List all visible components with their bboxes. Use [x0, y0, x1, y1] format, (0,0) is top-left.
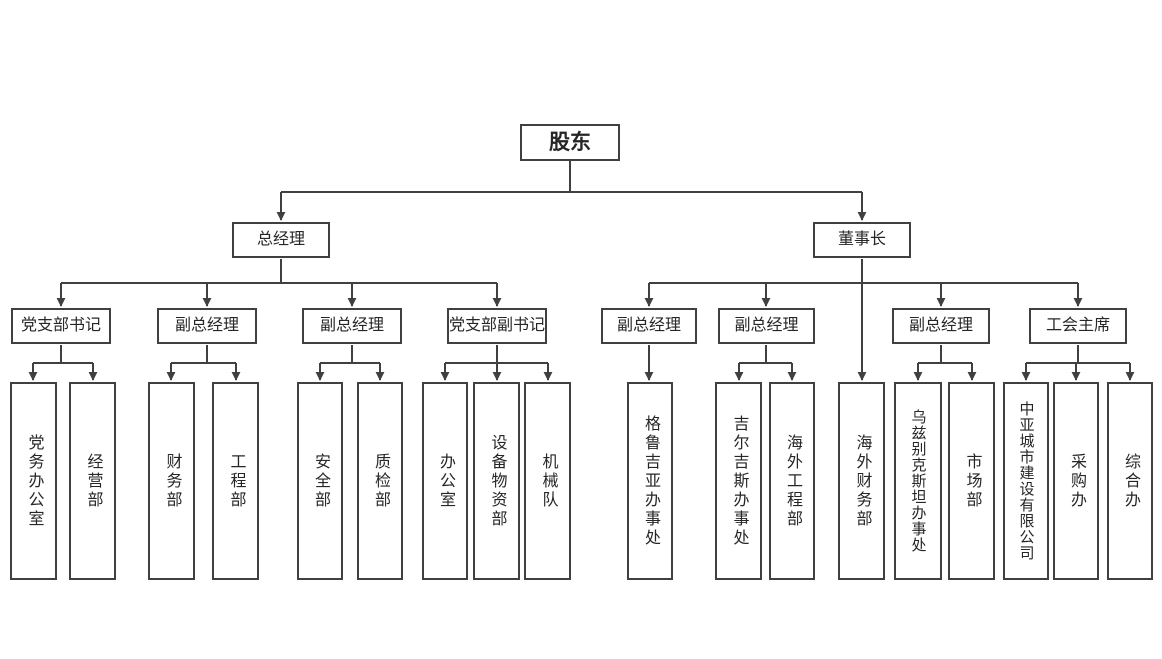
node-uzbekistan-office: 乌兹别克斯坦办事处	[894, 382, 942, 580]
node-party-branch-deputy-secretary: 党支部副书记	[447, 308, 547, 344]
node-central-asia-urban-construction-co: 中亚城市建设有限公司	[1003, 382, 1049, 580]
node-market-dept: 市场部	[948, 382, 995, 580]
node-procurement-office: 采购办	[1053, 382, 1099, 580]
node-deputy-general-manager-4: 副总经理	[718, 308, 815, 344]
node-engineering-dept: 工程部	[212, 382, 259, 580]
node-operations-dept: 经营部	[69, 382, 116, 580]
node-party-affairs-office: 党务办公室	[10, 382, 57, 580]
node-overseas-engineering-dept: 海外工程部	[769, 382, 815, 580]
node-georgia-office: 格鲁吉亚办事处	[627, 382, 673, 580]
node-chairman: 董事长	[813, 222, 911, 258]
node-labor-union-chairman: 工会主席	[1029, 308, 1127, 344]
node-general-affairs-office: 综合办	[1107, 382, 1153, 580]
node-general-manager: 总经理	[232, 222, 330, 258]
node-party-branch-secretary: 党支部书记	[11, 308, 111, 344]
node-deputy-general-manager-1: 副总经理	[157, 308, 257, 344]
node-safety-dept: 安全部	[297, 382, 343, 580]
node-general-office: 办公室	[422, 382, 468, 580]
node-deputy-general-manager-3: 副总经理	[601, 308, 697, 344]
node-overseas-finance-dept: 海外财务部	[838, 382, 885, 580]
node-deputy-general-manager-2: 副总经理	[302, 308, 402, 344]
node-quality-inspection-dept: 质检部	[357, 382, 403, 580]
node-deputy-general-manager-5: 副总经理	[892, 308, 990, 344]
node-kyrgyzstan-office: 吉尔吉斯办事处	[715, 382, 762, 580]
node-finance-dept: 财务部	[148, 382, 195, 580]
node-machinery-team: 机械队	[524, 382, 571, 580]
node-equipment-materials-dept: 设备物资部	[473, 382, 520, 580]
node-shareholders: 股东	[520, 124, 620, 161]
